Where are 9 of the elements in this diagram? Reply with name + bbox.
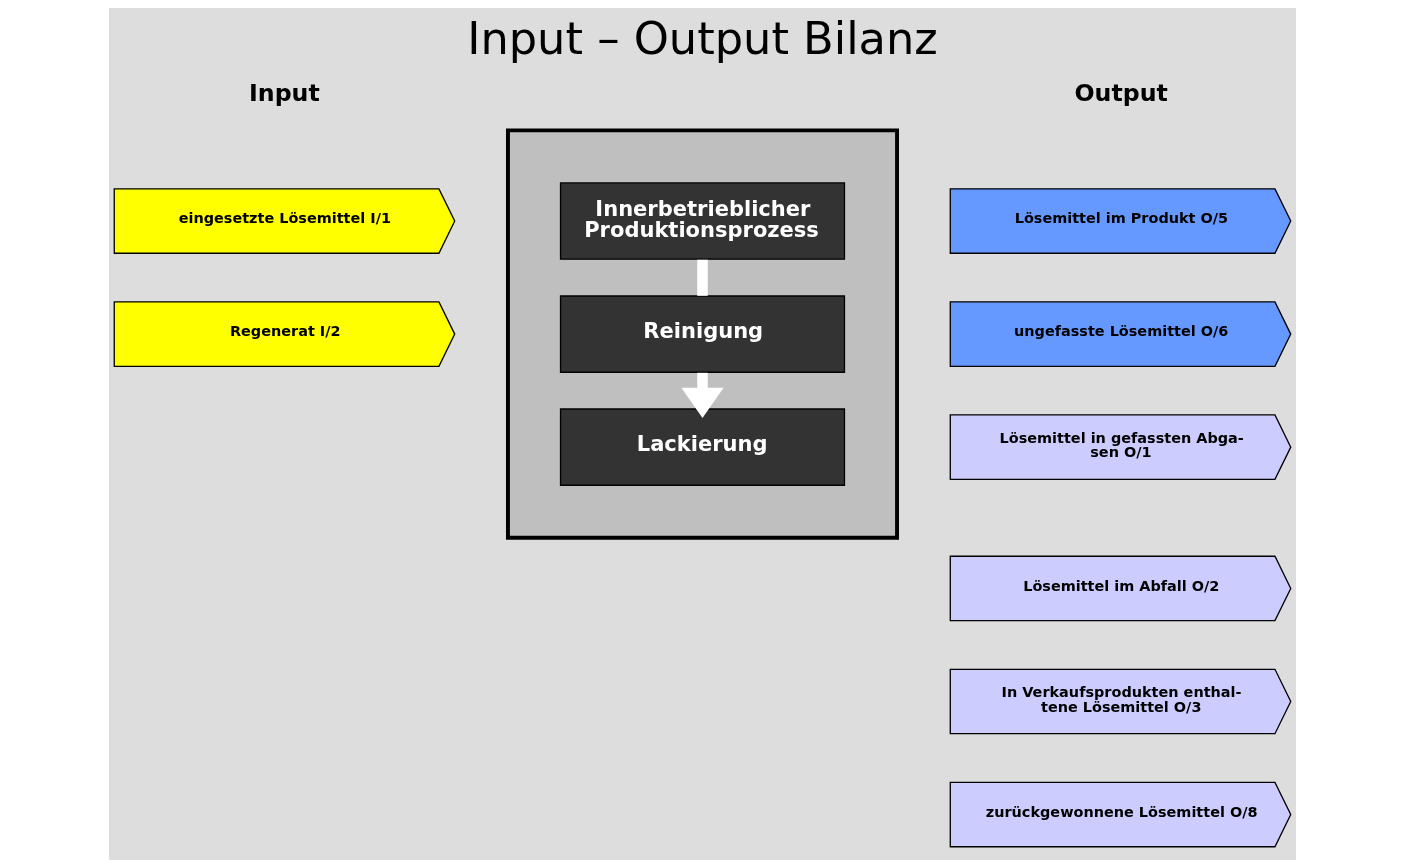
cluster (505, 128, 899, 540)
label: Output (1074, 78, 1168, 107)
arrow (680, 372, 724, 419)
node-box: Innerbetrieblicher Produktionsprozess (559, 182, 845, 260)
diagram-title: Input – Output Bilanz (466, 13, 938, 66)
node-box: Lackierung (559, 408, 845, 486)
connector (696, 259, 708, 296)
label: Input (248, 78, 320, 107)
node-box: Reinigung (559, 295, 845, 373)
